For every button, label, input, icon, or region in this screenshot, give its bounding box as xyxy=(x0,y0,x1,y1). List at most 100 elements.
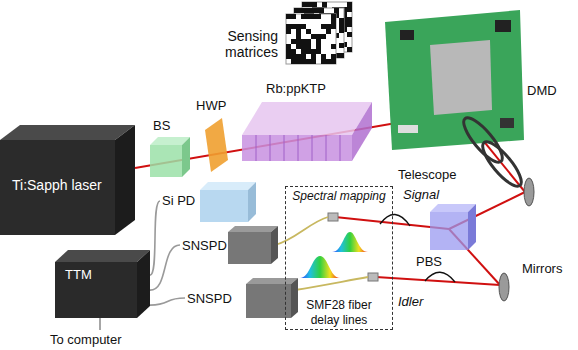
matrix-cell xyxy=(312,2,317,7)
matrix-cell xyxy=(296,34,301,39)
matrix-cell xyxy=(316,14,321,19)
dashed-group: Spectral mappingSMF28 fiber delay lines xyxy=(285,186,393,330)
matrix-cell xyxy=(286,49,291,54)
matrix-cell xyxy=(291,14,296,19)
matrix-cell xyxy=(339,43,344,48)
mirror xyxy=(499,273,509,301)
matrix-cell xyxy=(286,44,291,49)
matrix-cell xyxy=(331,54,336,59)
matrix-cell xyxy=(339,23,344,28)
pulse-shape xyxy=(380,214,410,226)
laser-side xyxy=(115,125,135,235)
matrix-cell xyxy=(291,24,296,29)
matrix-cell xyxy=(294,8,299,13)
matrix-cell xyxy=(347,47,352,52)
matrix-cell xyxy=(321,24,326,29)
matrix-cell xyxy=(286,54,291,59)
pbs-side xyxy=(468,204,476,250)
detector-box: SNSPD xyxy=(185,278,298,318)
part-label: Signal xyxy=(403,188,439,203)
hwp-plate xyxy=(205,118,228,172)
matrix-cell xyxy=(296,24,301,29)
collimator xyxy=(328,213,338,221)
matrix-cell xyxy=(347,32,352,37)
part-label: To computer xyxy=(50,333,122,348)
matrix-cell xyxy=(321,54,326,59)
part-label: DMD xyxy=(527,84,557,99)
matrix-cell xyxy=(347,2,352,7)
collimator xyxy=(368,273,378,281)
matrix-cell xyxy=(296,59,301,64)
cable xyxy=(99,318,101,330)
matrix-cell xyxy=(331,24,336,29)
sipd-side xyxy=(248,182,256,222)
matrix-cell xyxy=(326,29,331,34)
laser-top xyxy=(0,125,135,140)
matrix-cell xyxy=(326,59,331,64)
matrix-cell xyxy=(316,49,321,54)
part-label: PBS xyxy=(416,255,442,270)
dmd-board xyxy=(385,10,524,150)
matrix-cell xyxy=(331,59,336,64)
matrix-cell xyxy=(301,49,306,54)
sensing-matrices xyxy=(286,2,352,64)
matrix-cell xyxy=(331,44,336,49)
matrix-cell xyxy=(301,54,306,59)
node-text: SNSPD xyxy=(182,238,275,254)
snspd-side xyxy=(271,226,278,264)
sipd-top xyxy=(200,182,256,190)
matrix-cell xyxy=(304,8,309,13)
matrix-cell xyxy=(316,34,321,39)
matrix-cell xyxy=(291,59,296,64)
matrix-cell xyxy=(339,53,344,58)
matrix-cell xyxy=(331,19,336,24)
matrix-cell xyxy=(299,8,304,13)
node-text: Spectral mapping xyxy=(292,189,385,203)
bs-cube xyxy=(150,145,182,177)
matrix-cell xyxy=(296,44,301,49)
matrix-cell xyxy=(321,59,326,64)
matrix-cell xyxy=(296,29,301,34)
matrix-cell xyxy=(339,28,344,33)
matrix-cell xyxy=(286,29,291,34)
matrix-cell xyxy=(286,14,291,19)
matrix-cell xyxy=(306,29,311,34)
matrix-cell xyxy=(326,24,331,29)
node-text: SMF28 fiber delay lines xyxy=(294,298,384,327)
ttm-side xyxy=(137,250,150,318)
matrix-cell xyxy=(306,39,311,44)
matrix-cell xyxy=(316,39,321,44)
node-text: SNSPD xyxy=(187,291,298,307)
matrix-cell xyxy=(311,59,316,64)
matrix-cell xyxy=(291,49,296,54)
signal-cable xyxy=(150,298,185,305)
matrix-cell xyxy=(314,8,319,13)
signal-cable xyxy=(150,245,180,290)
matrix-cell xyxy=(306,44,311,49)
matrix-cell xyxy=(301,24,306,29)
snspd-body xyxy=(228,232,271,264)
matrix-cell xyxy=(301,39,306,44)
ttm-box: TTM xyxy=(55,250,150,318)
pulse-shape xyxy=(425,272,455,282)
laser-front xyxy=(0,140,115,235)
part-label: Telescope xyxy=(398,168,457,183)
matrix-cell xyxy=(302,2,307,7)
matrix-cell xyxy=(309,8,314,13)
telescope-lens xyxy=(458,113,508,167)
node-text: TTM xyxy=(65,267,150,283)
snspd-side xyxy=(291,278,298,318)
matrix-cell xyxy=(301,44,306,49)
ttm-top xyxy=(55,250,150,262)
matrix-cell xyxy=(306,14,311,19)
sipd-body xyxy=(200,190,248,222)
matrix-cell xyxy=(291,39,296,44)
part-label: Idler xyxy=(398,295,423,310)
matrix-cell xyxy=(322,2,327,7)
snspd-top xyxy=(228,226,278,232)
laser-box: Ti:Sapph laser xyxy=(0,125,118,235)
matrix-cell xyxy=(286,24,291,29)
matrix-frame xyxy=(286,14,336,64)
